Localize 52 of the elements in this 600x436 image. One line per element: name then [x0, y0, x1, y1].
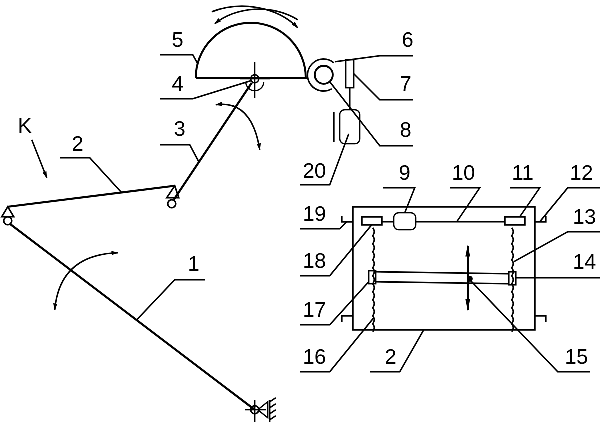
- leader-line: [370, 330, 425, 373]
- callout-number: 6: [402, 30, 414, 52]
- arc-part: [195, 22, 307, 79]
- leader-line: [514, 231, 600, 263]
- callout-number: 11: [512, 163, 534, 185]
- block-part: [352, 206, 536, 331]
- leader-line: [510, 187, 542, 218]
- leader-line: [353, 73, 413, 101]
- cylinder-part: [333, 109, 361, 145]
- callout-number: 19: [303, 204, 326, 226]
- callout-number: 18: [303, 251, 326, 273]
- leader-line: [470, 280, 590, 373]
- callout-number: 15: [565, 347, 588, 369]
- callout-number: 3: [174, 119, 186, 141]
- callout-number: 4: [172, 74, 184, 96]
- leader-line: [539, 187, 600, 222]
- callout-number: 5: [172, 30, 184, 52]
- bar-part: [9, 223, 277, 423]
- callout-number: 20: [303, 161, 326, 183]
- leader-line: [300, 282, 370, 326]
- leader-line: [300, 318, 375, 373]
- leader-line: [60, 157, 123, 194]
- leader-line: [160, 144, 200, 162]
- leader-line: [450, 187, 482, 222]
- leader-line: [136, 279, 205, 321]
- callout-number: 1: [188, 254, 200, 276]
- leader-line: [334, 55, 413, 63]
- callout-number: 12: [570, 163, 594, 185]
- callout-number: 2: [72, 134, 84, 156]
- callout-number: 14: [573, 252, 596, 274]
- bar-part: [0, 184, 180, 226]
- callout-number: 9: [399, 163, 411, 185]
- leader-line: [160, 54, 199, 64]
- leader-line: [383, 187, 416, 214]
- leader-line: [516, 277, 600, 279]
- bracket-part: [534, 215, 547, 323]
- view-label: K: [18, 116, 32, 138]
- callout-number: 17: [303, 300, 326, 322]
- leader-line: [300, 134, 350, 186]
- callout-number: 13: [573, 207, 596, 229]
- block-part: [345, 59, 355, 89]
- callout-number: 7: [400, 74, 412, 96]
- arc-part: [307, 58, 334, 92]
- callout-number: 2: [385, 347, 397, 369]
- leader-line: [300, 221, 348, 230]
- callout-number: 10: [452, 163, 476, 185]
- leader-line: [329, 82, 413, 147]
- connecting-rod: [349, 88, 351, 110]
- callout-number: 16: [303, 347, 326, 369]
- bracket-part: [341, 215, 354, 323]
- round-part: [239, 61, 271, 99]
- callout-number: 8: [400, 120, 412, 142]
